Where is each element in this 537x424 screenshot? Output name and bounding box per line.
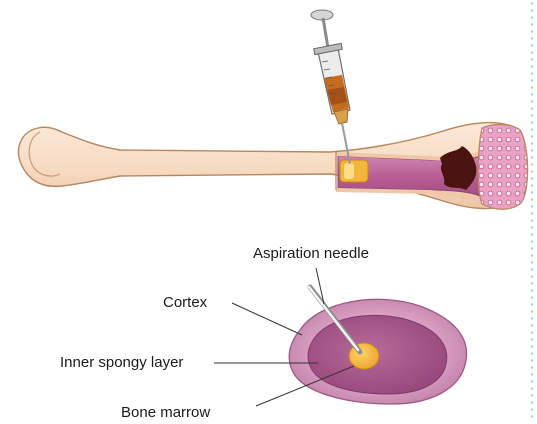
needle-hub	[334, 109, 348, 124]
leader-cortex	[232, 303, 302, 335]
bone-cross-section	[289, 287, 466, 404]
marrow-sample-highlight	[344, 163, 354, 179]
label-aspiration-needle: Aspiration needle	[253, 245, 369, 262]
plunger-rod	[323, 18, 328, 48]
label-cortex: Cortex	[163, 294, 207, 311]
spongy-bone	[478, 124, 527, 209]
label-inner-spongy-layer: Inner spongy layer	[60, 354, 183, 371]
syringe	[311, 10, 350, 164]
label-bone-marrow: Bone marrow	[121, 404, 210, 421]
page-edge-dots	[529, 0, 535, 419]
long-bone	[19, 123, 528, 210]
